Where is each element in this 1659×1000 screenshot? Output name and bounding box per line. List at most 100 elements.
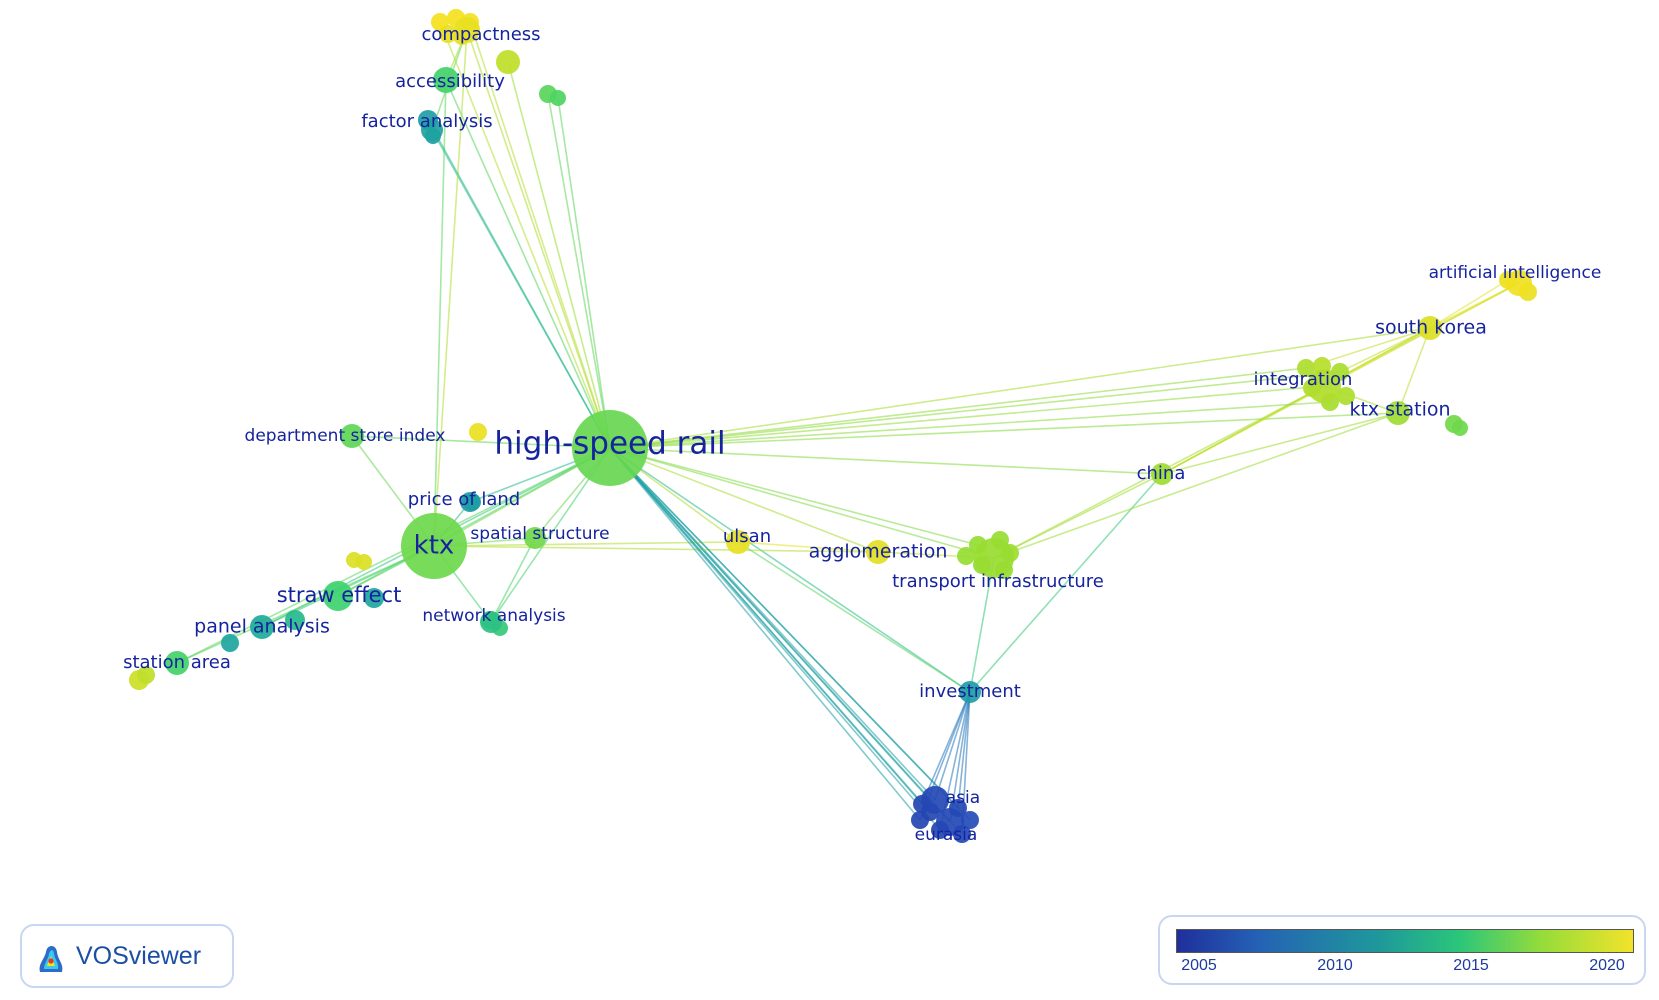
node-ktxstation[interactable] [1386,401,1410,425]
label-compactness[interactable]: compactness [421,24,540,45]
edge-ulsan-investment [737,541,971,693]
label-southkorea[interactable]: south korea [1375,317,1487,339]
satellite-node[interactable] [439,25,457,43]
node-hsr[interactable] [572,410,648,486]
node-asia[interactable] [921,786,949,814]
satellite-node[interactable] [356,554,372,570]
node-accessibility[interactable] [433,67,459,93]
node-integration[interactable] [1307,369,1341,403]
satellite-node[interactable] [1337,387,1355,405]
vosviewer-logo-text: VOSviewer [76,941,202,970]
edge-hsr-satellite [557,97,611,449]
edge-china-ktxstation [1161,412,1399,475]
label-china[interactable]: china [1137,463,1186,484]
edge-hsr-satellite [609,447,979,546]
label-integration[interactable]: integration [1254,369,1353,390]
edge-hsr-southkorea [609,327,1431,449]
node-ktx[interactable] [401,513,467,579]
node-price[interactable] [460,492,480,512]
node-network_an[interactable] [480,611,502,633]
edge-ktx-station [176,545,435,664]
node-dept[interactable] [340,424,364,448]
edge-hsr-satellite [547,93,611,449]
legend-tick-2020: 2020 [1589,957,1625,974]
legend-gradient-bar [1176,929,1634,953]
satellite-node[interactable] [961,811,979,829]
edge-hsr-satellite [609,447,921,821]
edge-ktx-accessibility [433,79,447,547]
label-asia[interactable]: asia [946,788,980,808]
vosviewer-logo: VOSviewer [20,924,234,988]
node-panel[interactable] [250,615,274,639]
satellite-node[interactable] [1452,420,1468,436]
label-transport[interactable]: transport infrastructure [892,571,1104,592]
edge-hsr-satellite [609,371,1341,449]
legend-tick-2010: 2010 [1317,957,1353,974]
edge-southkorea-ai [1429,282,1520,329]
label-network_an[interactable]: network analysis [422,606,565,626]
node-china[interactable] [1151,463,1173,485]
label-eurasia[interactable]: eurasia [915,825,978,845]
legend-tick-2005: 2005 [1181,957,1217,974]
satellite-node[interactable] [137,666,155,684]
network-nodes [129,9,1537,843]
satellite-node[interactable] [550,90,566,106]
node-transport[interactable] [974,538,1014,578]
edge-southkorea-satellite [1429,279,1509,329]
edge-southkorea-satellite [1339,327,1431,373]
legend-tick-2015: 2015 [1453,957,1489,974]
label-station[interactable]: station area [123,652,231,673]
edge-hsr-integration [609,385,1325,449]
edge-ktxstation-transport [993,412,1399,559]
label-spatial[interactable]: spatial structure [470,524,609,544]
year-color-legend: 2005 2010 2015 2020 [1158,915,1646,985]
node-compactness[interactable] [454,17,480,43]
label-hsr[interactable]: high-speed rail [494,426,725,462]
satellite-node[interactable] [469,423,487,441]
edge-investment-satellite [957,691,971,809]
label-accessibility[interactable]: accessibility [395,71,505,92]
edge-hsr-satellite [609,447,931,813]
satellite-node[interactable] [285,610,305,630]
edge-hsr-compactness [466,29,611,449]
edge-hsr-satellite [609,447,963,835]
edge-southkorea-ktxstation [1397,327,1431,414]
edge-hsr-transport [609,447,995,559]
edge-transport-investment [969,557,995,693]
satellite-node[interactable] [221,634,239,652]
satellite-node[interactable] [957,547,975,565]
label-ktx[interactable]: ktx [414,531,455,561]
edge-hsr-satellite [427,119,611,449]
node-agglom[interactable] [866,540,890,564]
node-southkorea[interactable] [1418,316,1442,340]
edge-ktx-agglom [433,545,879,553]
label-investment[interactable]: investment [919,681,1021,702]
node-spatial[interactable] [524,527,546,549]
satellite-node[interactable] [364,588,384,608]
label-dept[interactable]: department store index [245,426,446,446]
node-ai[interactable] [1506,270,1532,296]
node-straw[interactable] [323,581,353,611]
label-agglom[interactable]: agglomeration [809,541,948,563]
label-ulsan[interactable]: ulsan [723,526,771,547]
edge-ktx-ulsan [433,541,739,547]
node-eurasia[interactable] [936,808,964,836]
edge-hsr-accessibility [445,79,611,449]
label-ai[interactable]: artificial intelligence [1429,263,1602,283]
label-price[interactable]: price of land [408,489,520,510]
node-factor[interactable] [421,119,443,141]
edge-hsr-china [609,447,1163,475]
node-investment[interactable] [959,681,981,703]
label-factor[interactable]: factor analysis [361,111,492,132]
satellite-node[interactable] [496,50,520,74]
label-panel[interactable]: panel analysis [194,616,330,638]
node-ulsan[interactable] [726,530,750,554]
edge-hsr-investment [609,447,971,693]
node-station[interactable] [165,651,189,675]
edge-hsr-satellite [469,21,611,449]
satellite-node[interactable] [1297,359,1315,377]
edge-hsr-satellite [609,447,971,821]
label-straw[interactable]: straw effect [277,583,402,607]
label-ktxstation[interactable]: ktx station [1349,399,1450,421]
